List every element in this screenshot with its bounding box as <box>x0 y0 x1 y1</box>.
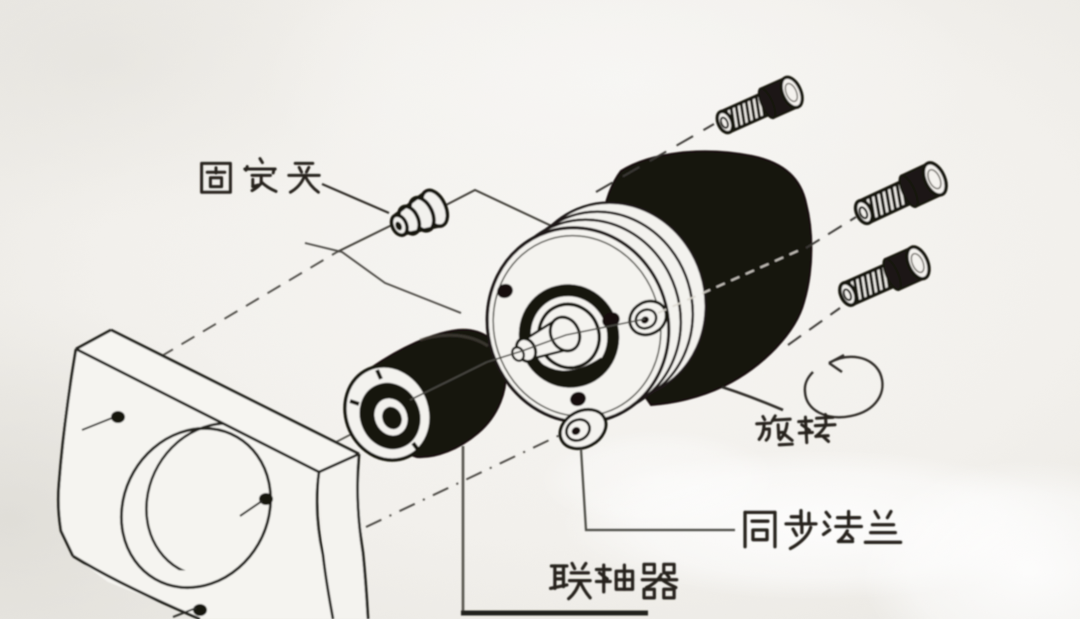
flange-ear-right <box>628 299 668 337</box>
plate-front-face <box>58 349 333 619</box>
flange-disc <box>485 226 671 424</box>
label-coupling: 联轴器 <box>548 561 679 613</box>
label-sync-flange: 同步法兰 <box>743 508 903 551</box>
rotation-arrow <box>803 353 884 419</box>
flange-ear-bottom <box>558 407 608 451</box>
plate-right-side <box>319 454 368 619</box>
encoder-body-group <box>485 150 813 451</box>
label-fixing-clamp: 固定夹 <box>200 157 321 194</box>
label-leader-lines <box>321 182 735 616</box>
clamp-leader <box>321 182 390 215</box>
flange-face-holes <box>497 283 620 407</box>
plate-top-strip <box>76 330 359 472</box>
fixing-clamp <box>389 188 450 237</box>
axis-on-body <box>657 248 803 314</box>
sync-flange-leader <box>579 448 735 532</box>
shaft-coupling <box>343 328 507 462</box>
mounting-plate <box>56 328 370 619</box>
label-rotation: 旋转 <box>755 412 837 447</box>
label-coupling-text: 联轴器 <box>548 565 677 613</box>
rotation-pointer <box>721 385 784 412</box>
screw-leader-lines <box>595 123 857 346</box>
plate-screw-holes <box>111 411 273 616</box>
